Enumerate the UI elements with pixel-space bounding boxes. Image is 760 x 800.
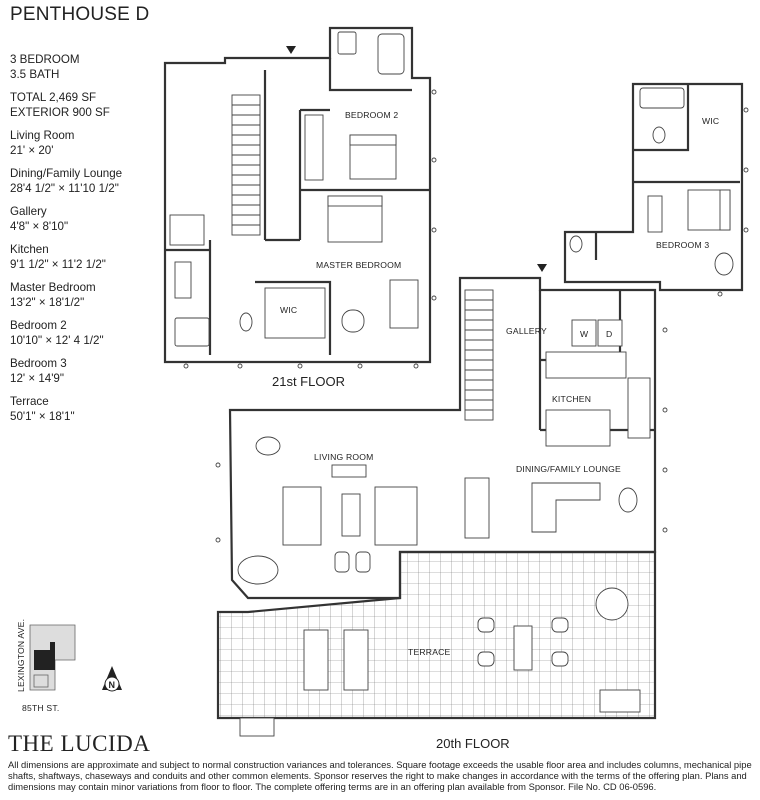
label-21st-floor: 21st FLOOR xyxy=(272,374,345,389)
label-wic-bedroom3: WIC xyxy=(702,116,719,126)
window-markers-upper xyxy=(183,89,437,369)
label-washer: W xyxy=(580,329,589,339)
pillow-bedroom2 xyxy=(349,134,397,146)
lounger-right xyxy=(343,629,369,691)
upper-interior-walls xyxy=(165,58,430,355)
upper-floor-outline xyxy=(163,26,432,364)
bedroom3-wing xyxy=(537,82,749,297)
upper-floor-plan xyxy=(163,26,437,369)
entry-arrow-right-icon xyxy=(537,264,547,272)
key-map-annex xyxy=(33,674,49,688)
disclaimer-text: All dimensions are approximate and subje… xyxy=(8,759,752,792)
stair-treads xyxy=(232,104,260,226)
lounger-left xyxy=(303,629,329,691)
terrace-outline xyxy=(216,550,657,720)
label-20th-floor: 20th FLOOR xyxy=(436,736,510,751)
piano xyxy=(237,555,279,585)
north-arrow-label: N xyxy=(109,680,116,690)
window-markers-lower xyxy=(215,327,668,543)
armchair-living xyxy=(255,436,281,456)
sectional-sofa xyxy=(531,482,601,533)
bathtub-bedroom3 xyxy=(639,87,685,109)
terrace-chair-1 xyxy=(477,617,495,633)
dresser-master xyxy=(389,279,419,329)
coffee-table xyxy=(341,493,361,537)
chair-master xyxy=(341,309,365,333)
unit-title: PENTHOUSE D xyxy=(10,4,150,25)
entry-arrow-upper-icon xyxy=(286,46,296,54)
label-master-bedroom: MASTER BEDROOM xyxy=(316,260,401,270)
stair-lower xyxy=(464,289,494,421)
chair-right xyxy=(355,551,371,573)
toilet-bedroom3 xyxy=(652,126,666,144)
label-wic-upper: WIC xyxy=(280,305,297,315)
dryer xyxy=(597,319,623,347)
lower-floor-outline xyxy=(228,276,657,600)
terrace-chair-4 xyxy=(551,651,569,667)
toilet-master-bath xyxy=(239,312,253,332)
brand-logo-text: THE LUCIDA xyxy=(8,731,151,756)
armchair-dining xyxy=(618,487,638,513)
terrace-door xyxy=(239,717,275,737)
closet-bedroom2 xyxy=(304,114,324,181)
stair-lower-treads xyxy=(465,299,493,411)
toilet-bedroom3-powder xyxy=(569,235,583,253)
wic-upper xyxy=(264,287,326,339)
tub-master-bath xyxy=(174,317,210,347)
chair-bedroom3 xyxy=(714,252,734,276)
terrace-plan xyxy=(216,550,657,737)
media-console xyxy=(331,464,367,478)
vanity-upper xyxy=(174,261,192,299)
sofa-right xyxy=(374,486,418,546)
chair-left xyxy=(334,551,350,573)
key-map-unit-highlight xyxy=(34,642,55,670)
kitchen-island xyxy=(545,409,611,447)
label-lexington-ave: LEXINGTON AVE. xyxy=(16,619,26,692)
lower-floor-plan xyxy=(215,276,668,600)
label-dryer: D xyxy=(606,329,612,339)
label-85th-st: 85TH ST. xyxy=(22,703,59,713)
label-living-room: LIVING ROOM xyxy=(314,452,374,462)
pillow-bedroom3 xyxy=(719,189,731,231)
shower-upper xyxy=(169,214,205,246)
key-map: LEXINGTON AVE. 85TH ST. N xyxy=(16,619,122,713)
bedroom3-interior-walls xyxy=(594,84,740,260)
desk-bedroom3 xyxy=(647,195,663,233)
label-bedroom3: BEDROOM 3 xyxy=(656,240,709,250)
north-arrow-icon: N xyxy=(102,666,122,692)
kitchen-appliances xyxy=(627,377,651,439)
label-dining-family-lounge: DINING/FAMILY LOUNGE xyxy=(516,464,621,474)
label-gallery: GALLERY xyxy=(506,326,547,336)
toilet-upper xyxy=(337,31,357,55)
bathtub-upper xyxy=(377,33,405,75)
pillow-master xyxy=(327,195,383,207)
terrace-chair-3 xyxy=(551,617,569,633)
sofa-left xyxy=(282,486,322,546)
label-kitchen: KITCHEN xyxy=(552,394,591,404)
label-bedroom2: BEDROOM 2 xyxy=(345,110,398,120)
terrace-table xyxy=(513,625,533,671)
dining-table xyxy=(464,477,490,539)
washer xyxy=(571,319,597,347)
terrace-door-right xyxy=(599,689,641,713)
label-terrace: TERRACE xyxy=(408,647,451,657)
kitchen-counter xyxy=(545,351,627,379)
terrace-chair-2 xyxy=(477,651,495,667)
window-markers-bedroom3 xyxy=(717,107,749,297)
round-table xyxy=(595,587,629,621)
